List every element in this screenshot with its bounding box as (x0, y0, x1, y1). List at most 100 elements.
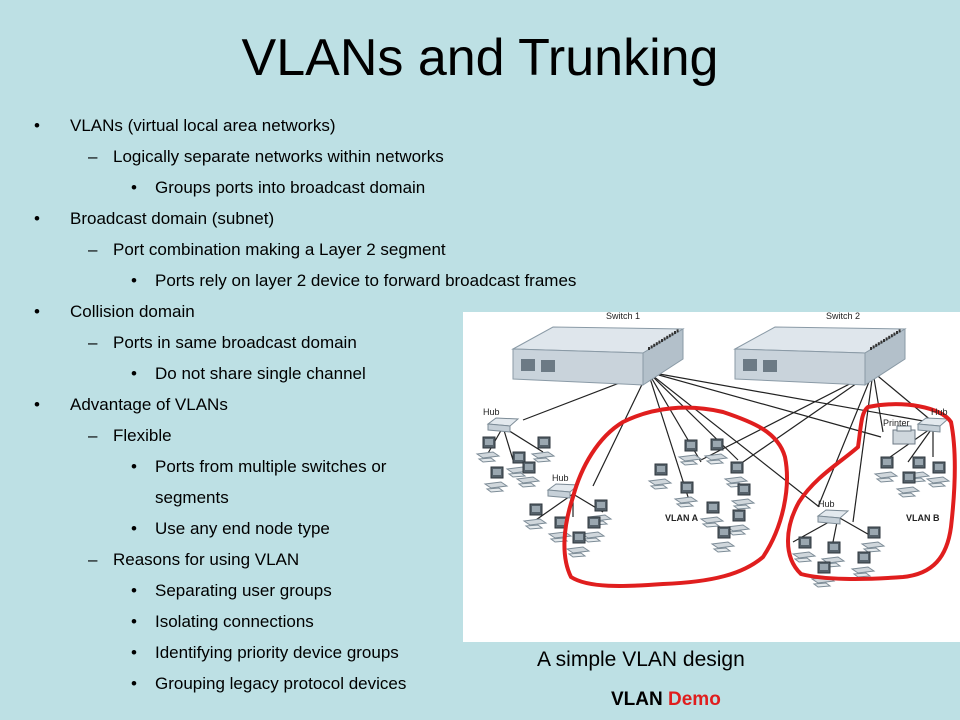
cable (647, 371, 930, 423)
vlan-diagram-svg: Switch 1 Switch 2 Hub Hub Hub Hub Printe… (475, 311, 957, 588)
switch2-label: Switch 2 (826, 312, 860, 321)
workstation-icon (925, 461, 951, 488)
printer-icon (892, 425, 916, 445)
workstation-icon (515, 461, 541, 488)
hub4-icon (916, 417, 950, 433)
bullet-marker: • (34, 302, 40, 321)
vlan-b-outline (786, 402, 957, 581)
bullet-level3: • Ports rely on layer 2 device to forward… (131, 271, 577, 291)
workstation-icon (580, 516, 606, 543)
switch1-icon (511, 326, 685, 386)
vlan-a-outline (562, 405, 789, 588)
bullet-text: Ports from multiple switches or (155, 457, 387, 476)
cable (837, 516, 874, 538)
vlan-demo-link[interactable]: VLAN Demo (611, 689, 721, 711)
bullet-text: Grouping legacy protocol devices (155, 674, 407, 693)
workstation-icon (723, 461, 749, 488)
vlan-diagram: Switch 1 Switch 2 Hub Hub Hub Hub Printe… (463, 311, 960, 642)
hub1-label: Hub (483, 407, 500, 417)
switch2-icon (733, 326, 907, 386)
bullet-level3: •Isolating connections (131, 612, 314, 632)
bullet-text: VLANs (virtual local area networks) (70, 116, 336, 135)
bullet-marker: – (88, 550, 98, 569)
bullet-level2: –Reasons for using VLAN (88, 550, 300, 570)
demo-link-part2[interactable]: Demo (668, 689, 721, 710)
network-devices (475, 326, 951, 588)
workstation-icon (730, 483, 756, 510)
workstation-icon (475, 436, 501, 463)
bullet-marker: • (131, 519, 137, 538)
cable (742, 371, 874, 463)
bullet-text: Ports in same broadcast domain (113, 333, 357, 352)
workstation-icon (522, 503, 548, 530)
switch1-label: Switch 1 (606, 312, 640, 321)
bullet-text: Ports rely on layer 2 device to forward … (155, 271, 577, 290)
bullet-marker: – (88, 240, 98, 259)
hub3-icon (816, 509, 850, 525)
cable (592, 371, 649, 487)
workstation-icon (530, 436, 556, 463)
workstation-icon (710, 526, 736, 553)
bullet-text: Use any end node type (155, 519, 330, 538)
bullet-text: Isolating connections (155, 612, 314, 631)
bullet-level1: • VLANs (virtual local area networks) (34, 116, 336, 136)
bullet-level2: –Flexible (88, 426, 172, 446)
bullet-text: Reasons for using VLAN (113, 550, 300, 569)
cable (502, 426, 514, 461)
bullet-text: segments (155, 488, 229, 507)
bullet-level1: •Broadcast domain (subnet) (34, 209, 274, 229)
hub4-label: Hub (931, 407, 948, 417)
bullet-marker: • (131, 457, 137, 476)
bullet-marker: • (131, 271, 137, 290)
diagram-caption: A simple VLAN design (537, 648, 745, 671)
bullet-level2: –Logically separate networks within netw… (88, 147, 444, 167)
workstation-icon (873, 456, 899, 483)
bullet-marker: • (34, 116, 40, 135)
bullet-text: Collision domain (70, 302, 195, 321)
bullet-level3: •Do not share single channel (131, 364, 366, 384)
bullet-marker: • (131, 581, 137, 600)
bullet-marker: • (131, 178, 137, 197)
cable (817, 371, 874, 508)
bullet-marker: • (34, 209, 40, 228)
bullet-marker: • (131, 643, 137, 662)
bullet-text: Port combination making a Layer 2 segmen… (113, 240, 446, 259)
vlan-b-label: VLAN B (906, 513, 940, 523)
bullet-text: Flexible (113, 426, 172, 445)
hub1-icon (486, 417, 520, 433)
cable (700, 371, 874, 461)
workstation-icon (483, 466, 509, 493)
bullet-level3: • Separating user groups (131, 581, 332, 601)
bullet-level1: • Collision domain (34, 302, 195, 322)
cable (647, 371, 690, 501)
bullet-marker: – (88, 426, 98, 445)
bullet-level3: • Groups ports into broadcast domain (131, 178, 426, 198)
bullet-marker: • (34, 395, 40, 414)
bullet-text: Separating user groups (155, 581, 332, 600)
bullet-level1: • Advantage of VLANs (34, 395, 228, 415)
cable (852, 371, 874, 523)
bullet-level3: • Grouping legacy protocol devices (131, 674, 407, 694)
bullet-text: Identifying priority device groups (155, 643, 399, 662)
cable (872, 371, 934, 423)
hub2-label: Hub (552, 473, 569, 483)
bullet-level3: • Use any end node type (131, 519, 330, 539)
bullet-level3: • Identifying priority device groups (131, 643, 399, 663)
cable (647, 371, 882, 438)
bullet-marker: • (131, 674, 137, 693)
bullet-text: Do not share single channel (155, 364, 366, 383)
bullet-text: Groups ports into broadcast domain (155, 178, 426, 197)
workstation-icon (850, 551, 876, 578)
bullet-marker: – (88, 147, 98, 166)
demo-link-part1[interactable]: VLAN (611, 689, 663, 710)
workstation-icon (791, 536, 817, 563)
workstation-icon (860, 526, 886, 553)
cable (907, 426, 934, 463)
vlan-a-label: VLAN A (665, 513, 699, 523)
cable (647, 371, 819, 507)
printer-label: Printer (883, 418, 910, 428)
bullet-text: Advantage of VLANs (70, 395, 228, 414)
bullet-text: Logically separate networks within netwo… (113, 147, 444, 166)
workstation-icon (699, 501, 725, 528)
workstation-icon (647, 463, 673, 490)
